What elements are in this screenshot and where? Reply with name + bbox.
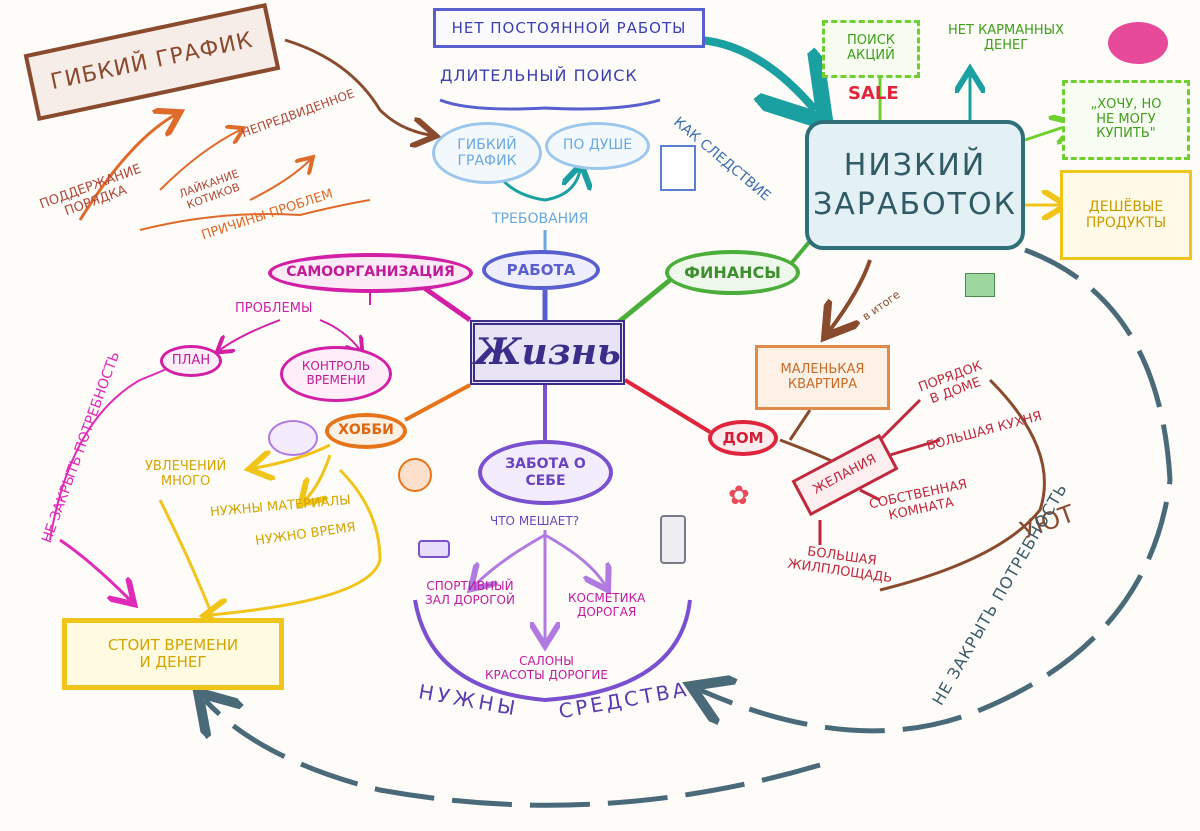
loop-bottom	[205, 700, 821, 808]
money-icon	[965, 273, 995, 297]
bottle-icon	[660, 515, 686, 564]
gym-label: спортивный зал дорогой	[425, 579, 515, 607]
branch-hobby[interactable]: хобби	[325, 413, 407, 449]
link-care-gym	[475, 533, 546, 585]
plan-label: план	[171, 352, 211, 368]
branch-care[interactable]: забота о себе	[478, 440, 613, 505]
link-problems-up	[78, 115, 175, 221]
to-soul-node[interactable]: по душе	[545, 122, 650, 170]
link-care-bracket	[413, 599, 692, 703]
center-label: Жизнь	[474, 330, 621, 373]
flexible-label: гибкий график	[457, 136, 517, 169]
cheap-box[interactable]: дешёвые продукты	[1060, 170, 1192, 260]
link-wishes-order	[878, 398, 922, 442]
time-control-label: контроль времени	[301, 359, 371, 387]
promo-search-label: поиск акций	[846, 33, 896, 63]
want-label: „хочу, но не могу купить"	[1090, 96, 1162, 142]
link-center-finance	[613, 278, 672, 327]
dumbbell-icon	[418, 540, 450, 558]
branch-home-label: дом	[722, 428, 764, 447]
plan-node[interactable]: план	[160, 345, 222, 377]
link-interests-down	[158, 499, 212, 611]
link-problems-control	[319, 319, 360, 350]
link-cozy-bracket	[879, 378, 1046, 592]
piggy-bank-icon	[1108, 22, 1168, 64]
link-hobby-interests	[255, 443, 331, 468]
link-center-hobby	[404, 383, 471, 422]
sale-label: SALE	[848, 83, 899, 104]
long-search-label: длительный поиск	[440, 66, 638, 85]
no-pocket-label: нет карманных денег	[948, 23, 1065, 53]
cosmetics-label: косметика дорогая	[568, 591, 646, 619]
link-req-branches	[493, 170, 580, 202]
many-interests-label: увлечений много	[145, 459, 227, 489]
link-keep-to-flex	[159, 130, 240, 191]
branch-finance-label: финансы	[684, 262, 781, 282]
cheap-label: дешёвые продукты	[1085, 198, 1167, 231]
time-control-node[interactable]: контроль времени	[280, 346, 392, 402]
link-home-apartment	[788, 409, 812, 441]
flower-icon: ✿	[728, 481, 750, 511]
link-cats-unexp	[249, 160, 310, 201]
loop-right	[700, 247, 1173, 734]
want-box[interactable]: „хочу, но не могу купить"	[1062, 80, 1190, 160]
palette-icon	[268, 420, 318, 456]
link-work-arrow-to-income	[699, 36, 815, 110]
clipboard-icon	[660, 145, 696, 191]
salons-label: салоны красоты дорогие	[485, 654, 608, 682]
branch-hobby-label: хобби	[338, 422, 394, 439]
branch-selforg[interactable]: самоорганизация	[268, 253, 473, 293]
link-problems-plan	[220, 319, 281, 350]
branch-selforg-label: самоорганизация	[286, 264, 455, 281]
link-income-home	[830, 259, 872, 330]
branch-work[interactable]: работа	[482, 250, 600, 290]
to-soul-label: по душе	[562, 137, 633, 154]
link-top-flex-to-flex	[284, 38, 430, 135]
link-hobby-materials	[305, 454, 332, 500]
link-wishes-kitchen	[889, 438, 941, 457]
yarn-icon	[398, 458, 432, 492]
what-hinders-label: что мешает?	[490, 514, 580, 528]
branch-work-label: работа	[506, 260, 576, 279]
branch-home[interactable]: дом	[708, 420, 778, 456]
promo-search-box[interactable]: поиск акций	[822, 20, 920, 78]
low-income-box[interactable]: низкий заработок	[805, 120, 1025, 250]
link-hobby-down	[210, 468, 382, 615]
link-causes-bracket	[139, 199, 371, 231]
link-care-cosm	[544, 533, 605, 585]
small-apartment-box[interactable]: маленькая квартира	[755, 345, 890, 410]
link-center-selforg	[418, 282, 472, 323]
link-wishes-room	[859, 488, 881, 502]
link-notcover-down	[59, 538, 130, 600]
flexible-node[interactable]: гибкий график	[432, 122, 542, 184]
costs-box[interactable]: стоит времени и денег	[62, 618, 284, 690]
low-income-label: низкий заработок	[813, 148, 1017, 222]
requirements-label: требования	[492, 211, 589, 227]
link-notcover-left	[49, 364, 176, 541]
no-job-box[interactable]: нет постоянной работы	[433, 8, 705, 48]
problems-label: проблемы	[235, 301, 313, 316]
no-job-label: нет постоянной работы	[451, 18, 687, 37]
link-center-home	[623, 378, 712, 434]
branch-care-label: забота о себе	[505, 456, 586, 489]
branch-finance[interactable]: финансы	[665, 250, 800, 295]
link-long-search-bracket	[439, 98, 661, 111]
costs-label: стоит времени и денег	[107, 635, 239, 671]
small-apartment-label: маленькая квартира	[780, 361, 865, 392]
center-node[interactable]: Жизнь	[470, 320, 625, 385]
